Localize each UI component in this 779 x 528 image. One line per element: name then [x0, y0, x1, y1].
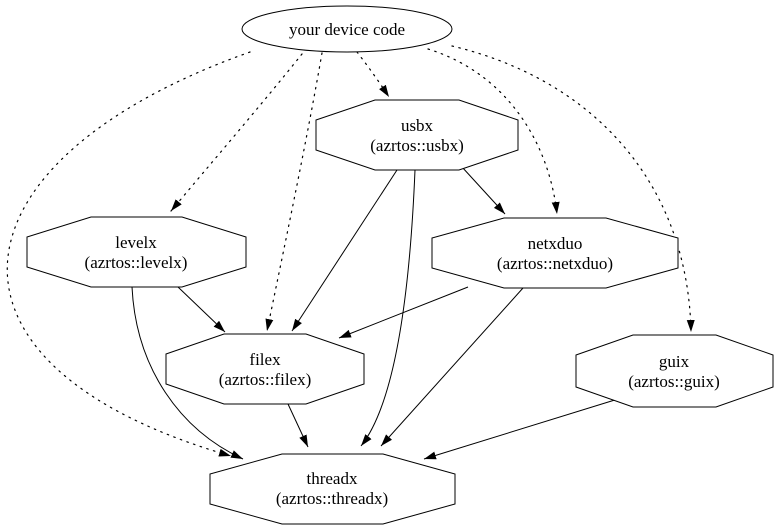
node-levelx: levelx (azrtos::levelx)	[26, 216, 247, 288]
levelx-sublabel: (azrtos::levelx)	[85, 253, 188, 272]
guix-label: guix	[659, 352, 690, 371]
edge-usbx-netxduo	[461, 166, 506, 215]
filex-octagon	[165, 333, 365, 405]
netxduo-octagon	[431, 217, 679, 289]
edge-netxduo-filex	[338, 286, 469, 339]
device-code-ellipse	[241, 5, 453, 53]
edge-device-levelx	[170, 53, 303, 212]
guix-octagon	[575, 334, 774, 408]
threadx-sublabel: (azrtos::threadx)	[276, 489, 388, 508]
edge-device-netxduo	[427, 48, 560, 215]
node-filex: filex (azrtos::filex)	[165, 333, 365, 405]
usbx-label: usbx	[401, 116, 434, 135]
edge-netxduo-threadx	[380, 287, 524, 447]
node-usbx: usbx (azrtos::usbx)	[315, 99, 519, 171]
guix-sublabel: (azrtos::guix)	[628, 372, 720, 391]
edges-layer	[6, 45, 695, 460]
edge-usbx-threadx	[360, 169, 416, 447]
device-code-label: your device code	[289, 20, 405, 39]
node-threadx: threadx (azrtos::threadx)	[209, 453, 456, 525]
node-guix: guix (azrtos::guix)	[575, 334, 774, 408]
filex-label: filex	[249, 350, 281, 369]
edge-filex-threadx	[287, 403, 309, 448]
filex-sublabel: (azrtos::filex)	[219, 370, 312, 389]
edge-levelx-threadx	[131, 286, 244, 460]
edge-device-filex	[265, 52, 323, 332]
netxduo-sublabel: (azrtos::netxduo)	[497, 254, 613, 273]
edge-device-usbx	[356, 51, 390, 98]
edge-usbx-filex	[291, 169, 398, 332]
edge-levelx-filex	[177, 286, 226, 333]
netxduo-label: netxduo	[528, 234, 583, 253]
node-device-code: your device code	[241, 5, 453, 53]
edge-device-guix	[451, 45, 695, 333]
threadx-octagon	[209, 453, 456, 525]
edge-guix-threadx	[423, 398, 619, 460]
usbx-sublabel: (azrtos::usbx)	[370, 136, 463, 155]
threadx-label: threadx	[307, 469, 358, 488]
levelx-label: levelx	[115, 233, 157, 252]
edge-device-threadx	[6, 51, 251, 457]
levelx-octagon	[26, 216, 247, 288]
nodes-layer: your device code usbx (azrtos::usbx) lev…	[26, 5, 774, 525]
usbx-octagon	[315, 99, 519, 171]
node-netxduo: netxduo (azrtos::netxduo)	[431, 217, 679, 289]
